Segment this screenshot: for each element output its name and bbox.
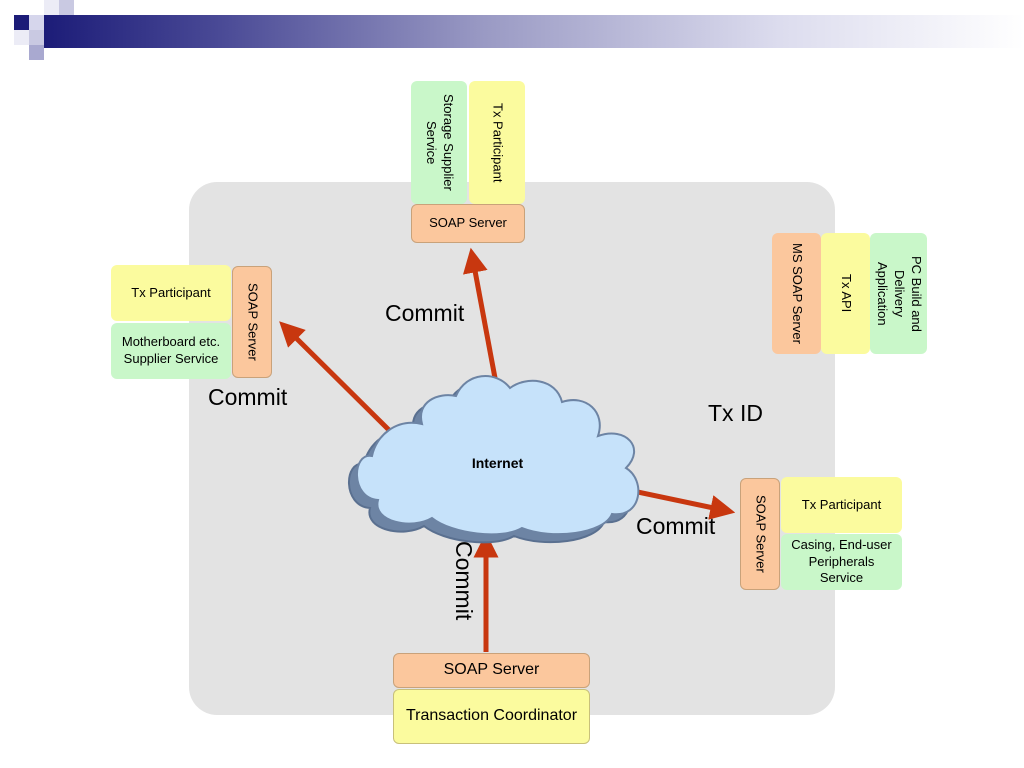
header-square xyxy=(59,0,74,15)
storage-soap-server: SOAP Server xyxy=(411,204,525,243)
arrow-to-casing xyxy=(627,487,736,520)
commit-label-right: Commit xyxy=(636,513,716,539)
arrow-to-motherboard xyxy=(279,321,397,438)
commit-label-top: Commit xyxy=(385,300,465,326)
motherboard-soap-server: SOAP Server xyxy=(232,266,272,378)
casing-peripherals-service: Casing, End-user Peripherals Service xyxy=(781,534,902,590)
storage-tx-participant: Tx Participant xyxy=(469,81,525,204)
arrow-to-storage xyxy=(463,247,498,379)
coordinator-soap-server: SOAP Server xyxy=(393,653,590,688)
pc-build-delivery-application: PC Build and Delivery Application xyxy=(870,233,927,354)
header-square xyxy=(29,30,44,45)
transaction-coordinator: Transaction Coordinator xyxy=(393,689,590,744)
commit-label-bottom: Commit xyxy=(451,541,477,621)
tx-id-label: Tx ID xyxy=(708,400,763,426)
header-square xyxy=(44,0,59,15)
casing-soap-server: SOAP Server xyxy=(740,478,780,590)
motherboard-supplier-service: Motherboard etc. Supplier Service xyxy=(111,323,231,379)
internet-cloud-icon xyxy=(348,375,640,544)
header-gradient-bar xyxy=(44,15,1024,48)
pc-build-tx-api: Tx API xyxy=(821,233,870,354)
storage-supplier-service: Storage Supplier Service xyxy=(411,81,467,204)
commit-label-left: Commit xyxy=(208,384,288,410)
header-square xyxy=(14,30,29,45)
internet-label: Internet xyxy=(471,455,524,471)
header-square xyxy=(29,45,44,60)
casing-tx-participant: Tx Participant xyxy=(781,477,902,533)
header-square xyxy=(29,15,44,30)
pc-build-ms-soap-server: MS SOAP Server xyxy=(772,233,821,354)
motherboard-tx-participant: Tx Participant xyxy=(111,265,231,321)
header-square xyxy=(14,15,29,30)
